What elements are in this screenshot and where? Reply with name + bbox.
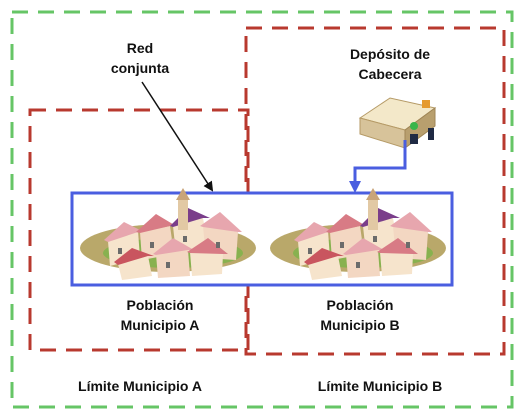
supply-pipe-arrow xyxy=(349,140,407,193)
population-a-label: Población Municipio A xyxy=(120,297,200,333)
outer-boundary xyxy=(10,10,514,409)
joint-network-pointer xyxy=(141,81,214,192)
municipality-b-boundary xyxy=(244,26,506,356)
population-b-label: Población Municipio B xyxy=(320,297,400,333)
limit-b-label: Límite Municipio B xyxy=(317,378,443,394)
limit-a-label: Límite Municipio A xyxy=(78,378,202,394)
tank-icon xyxy=(358,97,437,149)
joint-network-label: Red conjunta xyxy=(110,40,170,76)
head-tank-label: Depósito de Cabecera xyxy=(349,46,431,82)
